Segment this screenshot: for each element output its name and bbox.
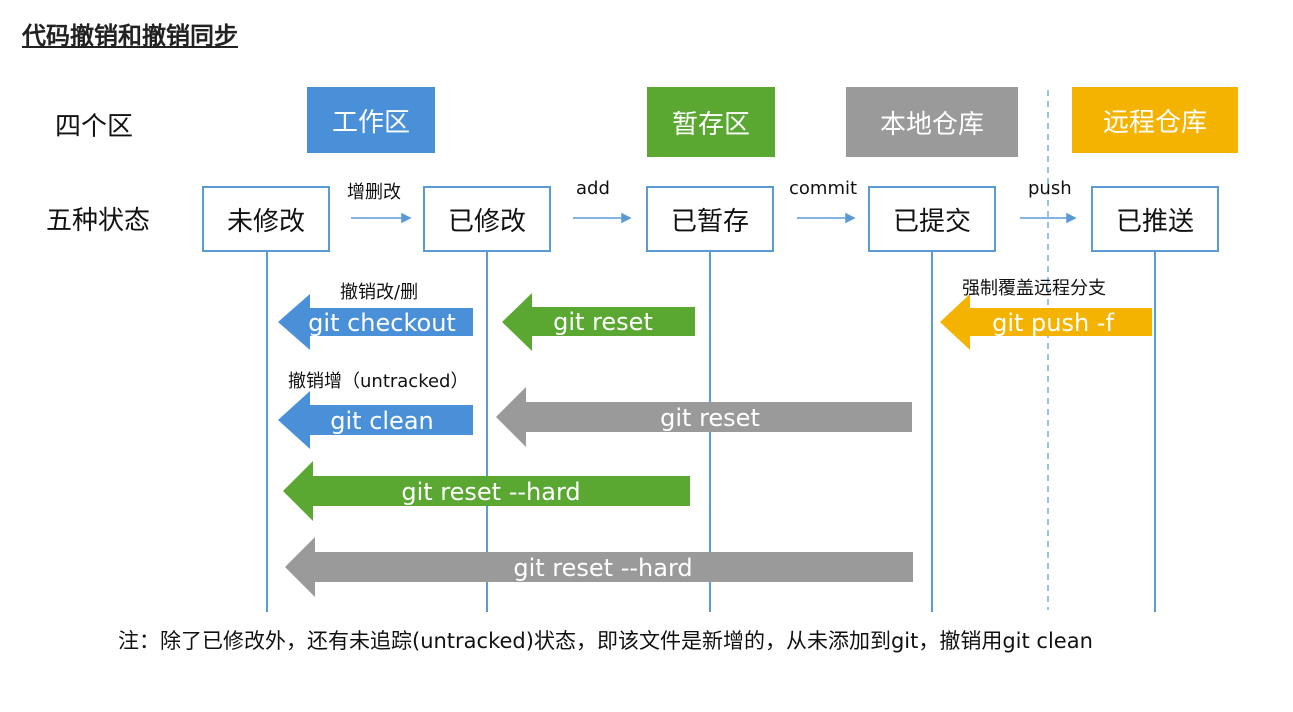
- git-reset-hard-commit-label: git reset --hard: [513, 554, 692, 582]
- footnote: 注：除了已修改外，还有未追踪(untracked)状态，即该文件是新增的，从未添…: [118, 629, 1093, 653]
- area-staging: 暂存区: [647, 87, 775, 157]
- state-staged: 已暂存: [646, 186, 774, 252]
- clean-caption: 撤销增（untracked）: [288, 371, 469, 392]
- checkout-caption: 撤销改/删: [340, 282, 419, 303]
- git-clean-label: git clean: [330, 407, 434, 435]
- push-force-caption: 强制覆盖远程分支: [962, 278, 1106, 299]
- transition-label-edit: 增删改: [347, 182, 401, 203]
- git-push-force-label: git push -f: [992, 309, 1114, 337]
- git-reset-hard-commit-arrow: [285, 537, 913, 597]
- state-unmodified: 未修改: [202, 186, 330, 252]
- git-reset-commit-arrow: [496, 387, 912, 447]
- area-working-directory: 工作区: [307, 87, 435, 153]
- transition-arrowhead-edit: [401, 212, 412, 224]
- transition-label-add: add: [576, 178, 610, 199]
- area-local-repo: 本地仓库: [846, 87, 1018, 157]
- state-modified: 已修改: [423, 186, 551, 252]
- git-checkout-arrow: [278, 294, 473, 350]
- git-reset-staged-arrow: [502, 293, 695, 351]
- git-clean-arrow: [278, 391, 473, 449]
- area-remote-repo: 远程仓库: [1072, 87, 1238, 153]
- transition-label-commit: commit: [789, 178, 858, 199]
- states-row-label: 五种状态: [46, 206, 151, 236]
- git-push-force-arrow: [940, 294, 1152, 350]
- git-reset-hard-staged-label: git reset --hard: [401, 478, 580, 506]
- page-title: 代码撤销和撤销同步: [22, 22, 238, 50]
- transition-arrowhead-add: [621, 212, 632, 224]
- git-reset-commit-label: git reset: [660, 404, 760, 432]
- git-checkout-label: git checkout: [308, 309, 456, 337]
- git-reset-hard-staged-arrow: [283, 461, 690, 521]
- transition-label-push: push: [1028, 178, 1072, 199]
- transition-arrowhead-push: [1066, 212, 1077, 224]
- git-reset-staged-label: git reset: [553, 308, 653, 336]
- transition-arrowhead-commit: [845, 212, 856, 224]
- areas-row-label: 四个区: [55, 112, 134, 142]
- state-pushed: 已推送: [1091, 186, 1219, 252]
- state-committed: 已提交: [868, 186, 996, 252]
